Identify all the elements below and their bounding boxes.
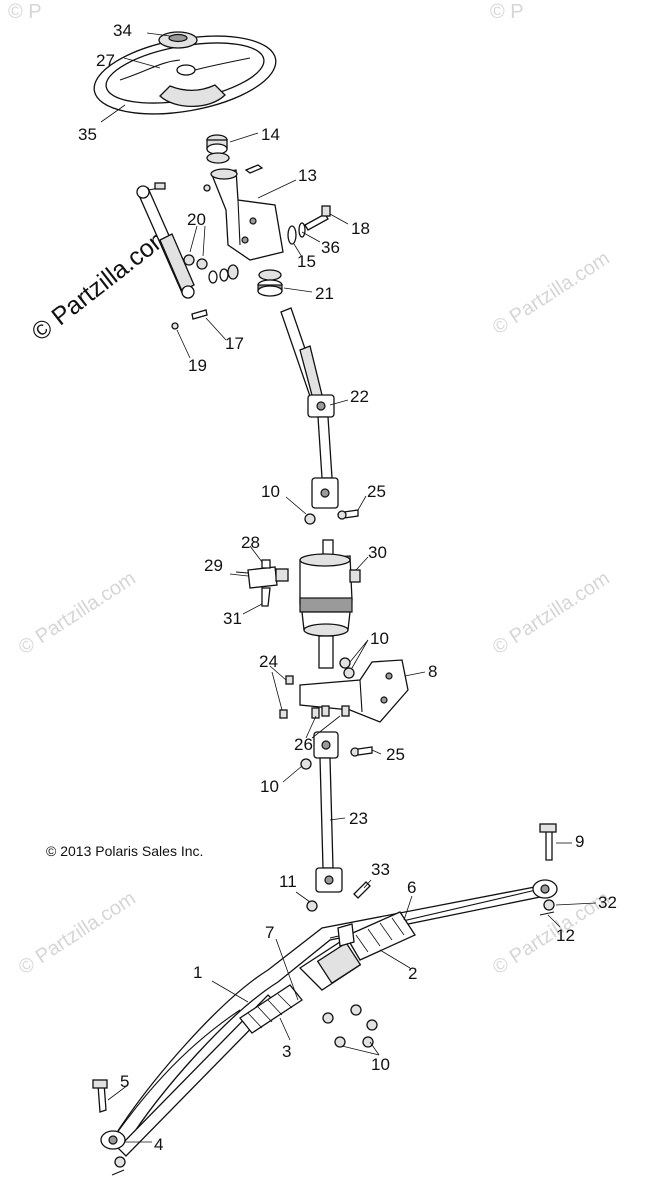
callout-35: 35 [78,125,97,144]
callout-10-lower: 10 [260,777,279,796]
callout-13: 13 [298,166,317,185]
rack-and-pinion-assembly [100,879,558,1157]
leader-lines [100,32,597,1143]
callout-26: 26 [294,735,313,754]
callout-5: 5 [120,1072,129,1091]
callout-10-upper: 10 [261,482,280,501]
callout-30: 30 [368,543,387,562]
callout-21: 21 [315,284,334,303]
callout-24: 24 [259,652,278,671]
watermark-left-mid: © Partzilla.com [15,567,140,659]
callout-23: 23 [349,809,368,828]
callout-numbers: 34 27 35 14 13 20 18 36 15 21 17 19 22 1… [78,21,617,1154]
watermark-right-upper: © Partzilla.com [489,247,614,339]
callout-33: 33 [371,860,390,879]
tie-rod-end-hardware [92,823,557,1176]
callout-25-lower: 25 [386,745,405,764]
callout-3: 3 [282,1042,291,1061]
pivot-bolt [287,205,331,245]
watermark-top-right: © P [490,1,524,23]
callout-7: 7 [265,923,274,942]
callout-1: 1 [193,963,202,982]
callout-28: 28 [241,533,260,552]
callout-25-upper: 25 [367,482,386,501]
steering-column-housing [210,164,284,261]
lower-seal [257,269,283,297]
watermark-left-low: © Partzilla.com [15,887,140,979]
lower-steering-shaft [300,731,373,912]
column-seal [206,134,230,164]
watermark-top-left: © P [8,1,42,23]
callout-10-middle: 10 [370,629,389,648]
callout-2: 2 [408,964,417,983]
callout-11: 11 [279,872,297,891]
copyright-notice: © 2013 Polaris Sales Inc. [46,843,203,859]
callout-29: 29 [204,556,223,575]
power-steering-unit [299,539,361,669]
callout-32: 32 [598,893,617,912]
steering-wheel [93,31,277,115]
callout-4: 4 [154,1135,163,1154]
callout-10-bottom: 10 [371,1055,390,1074]
upper-shaft-fasteners [304,509,359,525]
callout-6: 6 [407,878,416,897]
callout-20: 20 [187,210,206,229]
callout-27: 27 [96,51,115,70]
callout-15: 15 [297,252,316,271]
callout-18: 18 [351,219,370,238]
tilt-strut [136,182,195,299]
callout-36: 36 [321,238,340,257]
callout-17: 17 [225,334,244,353]
strut-hardware [171,184,239,330]
callout-34: 34 [113,21,132,40]
callout-12: 12 [556,926,575,945]
callout-22: 22 [350,387,369,406]
callout-14: 14 [261,125,280,144]
watermark-main: © Partzilla.com [26,221,176,347]
upper-steering-shaft [280,307,339,509]
callout-8: 8 [428,662,437,681]
callout-19: 19 [188,356,207,375]
callout-9: 9 [575,832,584,851]
steering-bracket [279,657,409,723]
hose-fitting [235,559,289,607]
faint-watermarks: © P © P © Partzilla.com © Partzilla.com … [8,1,614,979]
watermark-right-mid: © Partzilla.com [489,567,614,659]
callout-31: 31 [223,609,242,628]
